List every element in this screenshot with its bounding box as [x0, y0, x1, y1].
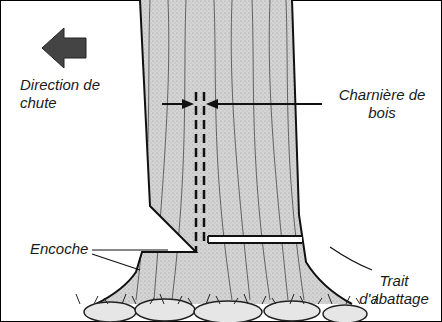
wood-grain	[136, 0, 304, 300]
leader-line	[92, 254, 140, 270]
ground	[76, 294, 378, 322]
callout-label: Encoche	[30, 240, 90, 258]
hinge-line	[203, 92, 206, 244]
grass-stroke	[346, 296, 350, 304]
leader-line	[214, 103, 322, 105]
grass-stroke	[104, 298, 108, 304]
grass-stroke	[76, 294, 80, 304]
tree-trunk	[96, 0, 352, 304]
arrow-head	[182, 99, 194, 109]
grain-line	[286, 0, 304, 300]
grass-stroke	[188, 298, 192, 304]
cut-edge	[208, 242, 302, 244]
grass-stroke	[244, 294, 248, 304]
trunk-outline	[96, 0, 352, 304]
grass-stroke	[234, 298, 238, 304]
grain-line	[231, 0, 250, 300]
grass-stroke	[132, 296, 136, 304]
grass-stroke	[178, 296, 182, 304]
grain-line	[214, 0, 232, 300]
grass-stroke	[290, 294, 294, 304]
grass-stroke	[94, 296, 98, 304]
callout-label: Direction de chute	[20, 76, 120, 112]
grass-stroke	[122, 294, 126, 304]
grass-stroke	[318, 298, 322, 304]
leader-line	[92, 249, 168, 250]
leader-line	[330, 247, 372, 270]
grain-line	[172, 0, 186, 300]
grass-stroke	[160, 294, 164, 304]
grass-stroke	[216, 296, 220, 304]
grain-line	[269, 0, 288, 300]
cut-edge	[208, 235, 302, 237]
grass-stroke	[328, 294, 332, 304]
arrow-head	[206, 99, 218, 109]
callout-label: Charnière de bois	[328, 86, 436, 122]
direction-arrow	[42, 28, 86, 68]
hinge-line	[195, 92, 198, 252]
grain-line	[154, 0, 169, 300]
grass-stroke	[150, 298, 154, 304]
grass-stroke	[272, 298, 276, 304]
callout-label: Trait d'abattage	[352, 272, 436, 308]
cut-edge	[207, 236, 209, 243]
grain-line	[252, 0, 270, 300]
grass-stroke	[300, 296, 304, 304]
grass-stroke	[262, 296, 266, 304]
felling-cut	[208, 236, 302, 243]
grass-stroke	[206, 294, 210, 304]
